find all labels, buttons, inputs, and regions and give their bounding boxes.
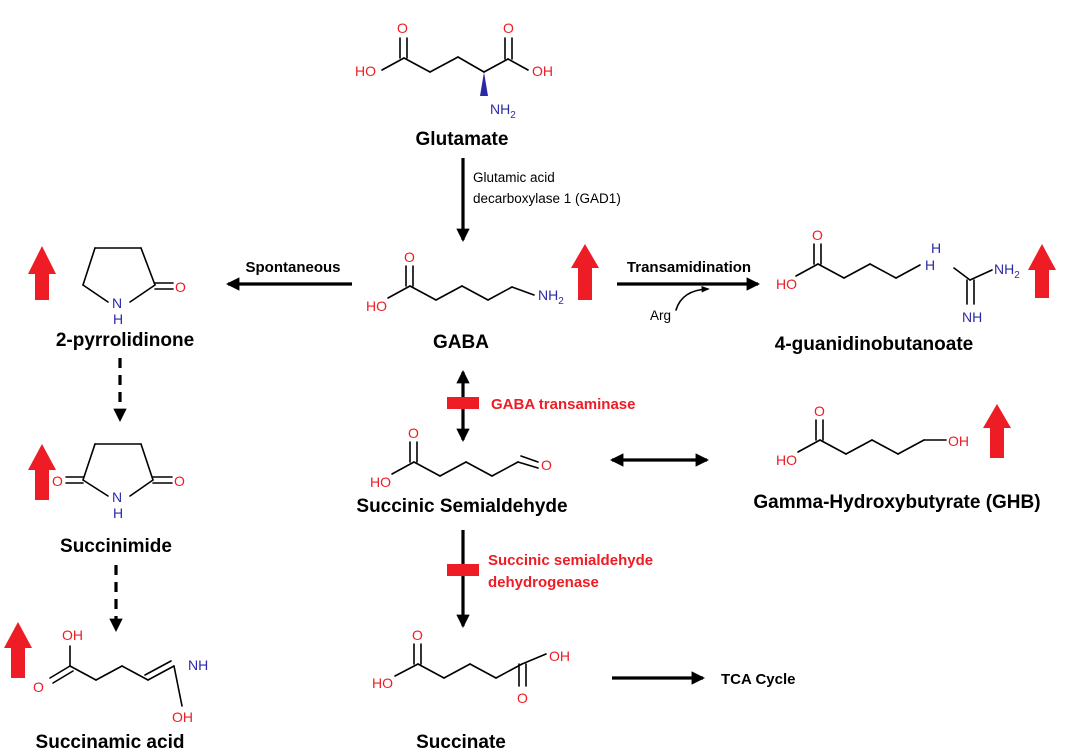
atom-label: NH2 <box>538 287 564 307</box>
inhibition-bar <box>447 397 479 409</box>
atom-label: O <box>175 279 186 295</box>
atom-label: O <box>503 20 514 36</box>
pyrrolidinone-structure: N H O <box>82 247 186 327</box>
atom-label: HO <box>355 63 376 79</box>
succinamic-acid-structure: OH O NH OH <box>33 627 208 725</box>
increase-arrow-icon <box>4 622 32 678</box>
arg-label: Arg <box>650 308 671 323</box>
increase-arrow-icon <box>28 246 56 300</box>
succinate-label: Succinate <box>416 732 506 753</box>
atom-label: HO <box>372 675 393 691</box>
succinimide-label: Succinimide <box>60 536 172 557</box>
atom-label: O <box>814 403 825 419</box>
atom-label: H <box>931 240 941 256</box>
atom-label: O <box>412 627 423 643</box>
atom-label: OH <box>948 433 969 449</box>
guanidinobutanoate-label: 4-guanidinobutanoate <box>775 334 973 355</box>
gaba-transaminase-label: GABA transaminase <box>491 396 636 413</box>
atom-label: O <box>33 679 44 695</box>
gad1-label-line2: decarboxylase 1 (GAD1) <box>473 191 621 206</box>
ssadh-label-line1: Succinic semialdehyde <box>488 552 653 569</box>
succinic-semialdehyde-label: Succinic Semialdehyde <box>356 496 567 517</box>
ssadh-label-line2: dehydrogenase <box>488 574 599 591</box>
gaba-label: GABA <box>433 332 489 353</box>
inhibition-bar <box>447 564 479 576</box>
increase-arrow-icon <box>983 404 1011 458</box>
atom-label: NH2 <box>994 261 1020 281</box>
arg-curved-arrow <box>675 286 710 311</box>
atom-label: O <box>52 473 63 489</box>
atom-label: OH <box>549 648 570 664</box>
transamidination-label: Transamidination <box>627 259 751 276</box>
atom-label: NH2 <box>490 101 516 121</box>
atom-label: H <box>113 505 123 521</box>
succinic-semialdehyde-structure: HO O O <box>370 425 552 490</box>
atom-label: O <box>404 249 415 265</box>
pyrrolidinone-label: 2-pyrrolidinone <box>56 330 194 351</box>
atom-label: NH <box>962 309 982 325</box>
atom-label: OH <box>172 709 193 725</box>
gaba-structure: HO O NH2 <box>366 249 564 314</box>
atom-label: O <box>812 227 823 243</box>
glutamate-structure: HO O O OH NH2 <box>355 20 553 121</box>
increase-arrow-icon <box>1028 244 1056 298</box>
atom-label: HO <box>370 474 391 490</box>
succinimide-structure: O O N H <box>52 443 185 521</box>
atom-label: O <box>408 425 419 441</box>
glutamate-label: Glutamate <box>416 129 509 150</box>
spontaneous-label: Spontaneous <box>245 259 340 276</box>
gad1-label-line1: Glutamic acid <box>473 170 555 185</box>
succinate-structure: HO O OH O <box>372 627 570 706</box>
guanidinobutanoate-structure: HO O H H NH2 NH <box>776 227 1020 325</box>
atom-label: N <box>112 295 122 311</box>
atom-label: OH <box>532 63 553 79</box>
atom-label: O <box>517 690 528 706</box>
atom-label: HO <box>366 298 387 314</box>
atom-label: H <box>925 257 935 273</box>
atom-label: OH <box>62 627 83 643</box>
atom-label: HO <box>776 452 797 468</box>
increase-arrow-icon <box>28 444 56 500</box>
ghb-structure: HO O OH <box>776 403 969 468</box>
atom-label: NH <box>188 657 208 673</box>
increase-arrow-icon <box>571 244 599 300</box>
atom-label: O <box>541 457 552 473</box>
succinamic-acid-label: Succinamic acid <box>36 732 185 753</box>
atom-label: HO <box>776 276 797 292</box>
atom-label: H <box>113 311 123 327</box>
atom-label: O <box>174 473 185 489</box>
atom-label: N <box>112 489 122 505</box>
atom-label: O <box>397 20 408 36</box>
ghb-label: Gamma-Hydroxybutyrate (GHB) <box>753 492 1040 513</box>
tca-cycle-label: TCA Cycle <box>721 671 795 688</box>
